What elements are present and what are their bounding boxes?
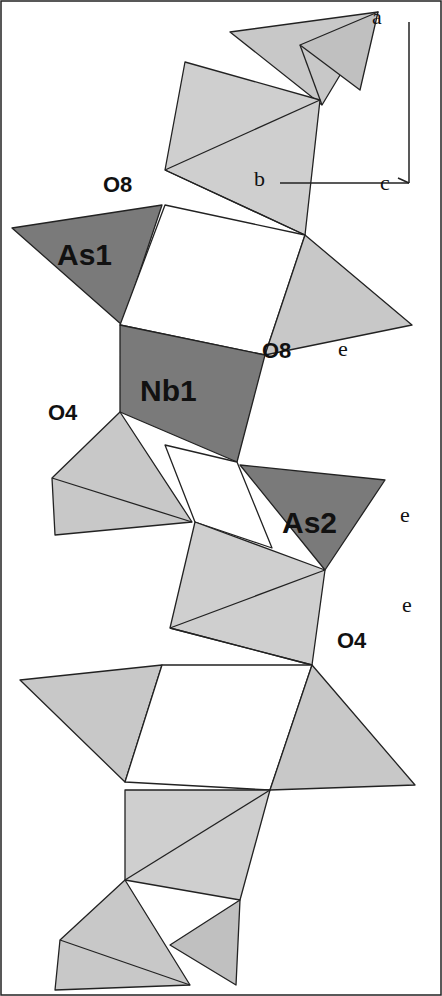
axis-label: c	[380, 172, 390, 194]
axis-lines	[280, 22, 409, 183]
symmetry-code: e	[400, 504, 410, 526]
atom-label: O8	[103, 174, 132, 196]
atom-label: Nb1	[140, 376, 197, 406]
atom-label: O4	[337, 630, 366, 652]
atom-label: As1	[57, 240, 112, 270]
symmetry-code: e	[338, 338, 348, 360]
atom-label: O4	[48, 402, 77, 424]
atom-label: O8	[262, 340, 291, 362]
axis-label: b	[254, 168, 265, 190]
atom-label: As2	[282, 508, 337, 538]
symmetry-code: e	[402, 594, 412, 616]
axis-label: a	[372, 6, 382, 28]
